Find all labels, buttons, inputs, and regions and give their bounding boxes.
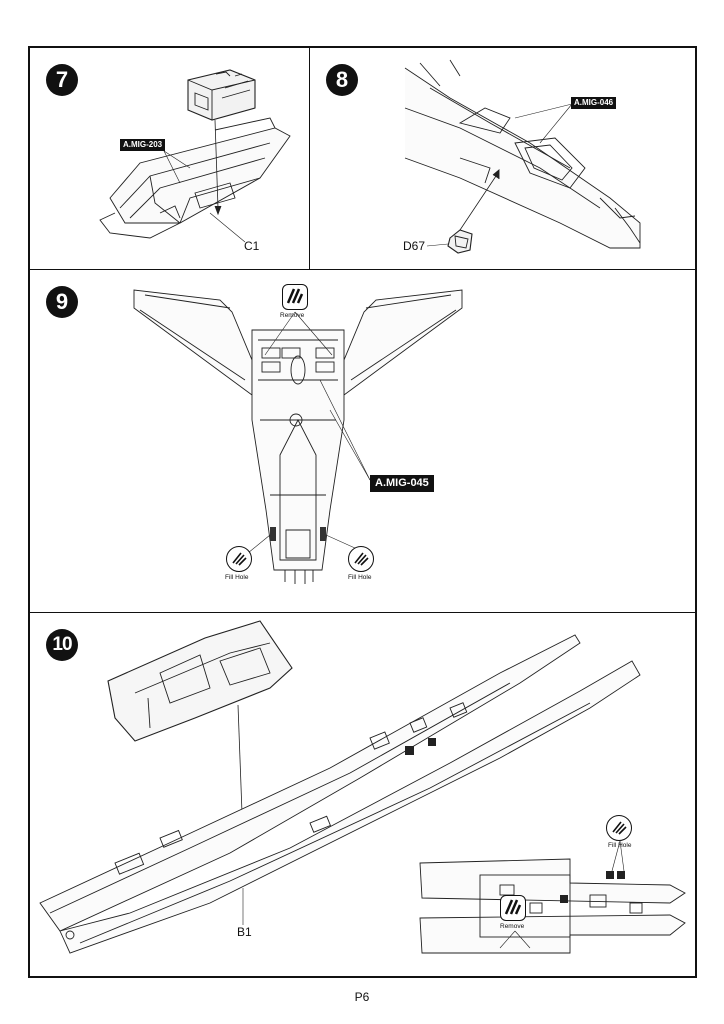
step-8-illustration [404,59,641,254]
remove-icon [282,284,308,310]
step-9-illustration [133,289,463,584]
fill-hole-icon [226,546,252,572]
fill-hole-icon [606,815,632,841]
step-10-panel: 10 [30,613,695,976]
step-9-panel: 9 [30,270,695,613]
step-8-number: 8 [326,64,358,96]
symbol-caption: Fill Hole [225,574,249,581]
step-8-panel: 8 [310,48,695,270]
part-label: D67 [403,239,426,253]
step-10-illustration [39,620,686,954]
fill-hole-icon [348,546,374,572]
step-7-panel: 7 [30,48,310,270]
part-label: B1 [237,925,252,939]
page-number: P6 [354,990,370,1004]
step-7-number: 7 [46,64,78,96]
symbol-caption: Remove [280,312,305,319]
step-10-number: 10 [46,629,78,661]
instruction-frame: 7 [28,46,697,978]
step-9-number: 9 [46,286,78,318]
paint-code-tag: A.MIG-046 [571,97,617,109]
symbol-caption: Fill Hole [348,574,372,581]
symbol-caption: Fill Hole [608,842,632,849]
step-7-illustration [99,69,291,243]
symbol-caption: Remove [500,923,525,930]
paint-code-tag: A.MIG-203 [120,139,166,151]
part-label: C1 [244,239,260,253]
paint-code-tag: A.MIG-045 [370,475,434,492]
remove-icon [500,895,526,921]
